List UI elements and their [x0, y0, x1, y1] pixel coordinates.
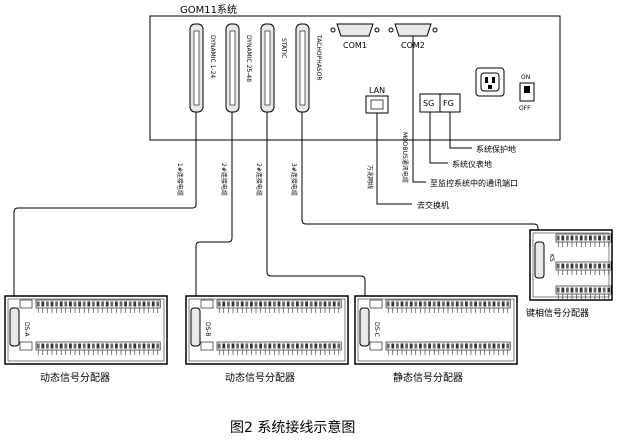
board-4-id: KS [548, 254, 555, 262]
connector-label-3: STATIC [280, 38, 287, 58]
cable-3-line [301, 112, 539, 232]
db-connector-dynamic-1-24: DYNAMIC 1-24 [189, 23, 216, 113]
sg-label: SG [423, 99, 434, 108]
db-connector-static: STATIC [260, 23, 287, 113]
cable-2-line [195, 112, 233, 298]
board-3-label: 静态信号分配器 [393, 371, 463, 384]
board-4-label: 键相信号分配器 [526, 307, 589, 319]
instrument-ground-note: 系统仪表地 [452, 159, 492, 169]
relay-block-2 [200, 299, 214, 351]
protect-ground-note: 系统保护地 [476, 144, 516, 154]
figure-caption: 图2 系统接线示意图 [230, 419, 355, 436]
board-2-id: DS-B [204, 322, 211, 337]
power-socket-icon [475, 67, 505, 97]
modbus-cable-label: MODBUS通讯电缆 [401, 132, 409, 183]
terminal-strip-bottom-3 [385, 341, 511, 355]
distributor-board-3: DS-C [354, 295, 518, 365]
cable-2-label: 2#连接电缆 [220, 163, 228, 196]
terminal-strip-top-3 [385, 299, 511, 313]
distributor-board-2: DS-B [185, 295, 349, 365]
distributor-board-1: DS-A [4, 295, 168, 365]
on-label: ON [521, 74, 530, 81]
db-connector-dynamic-25-48: DYNAMIC 25-48 [225, 23, 252, 113]
terminal-strip-mid-4 [555, 261, 612, 275]
to-monitor-note: 至监控系统中的通讯端口 [430, 178, 518, 188]
connector-label-2: DYNAMIC 25-48 [245, 35, 252, 82]
to-switch-note: 去交换机 [417, 200, 449, 210]
db-connector-tachophasor: TACHOPHASOR [295, 23, 322, 113]
relay-block-1 [19, 299, 33, 351]
terminal-strip-top-1 [35, 299, 161, 313]
connector-label-1: DYNAMIC 1-24 [209, 35, 216, 78]
modbus-cable-line [412, 36, 426, 183]
terminal-strip-bottom-1 [35, 341, 161, 355]
board-2-label: 动态信号分配器 [225, 371, 295, 384]
board-1-id: DS-A [23, 322, 30, 337]
cable-3-label: 3#连接电缆 [290, 163, 298, 196]
com1-label: COM1 [343, 41, 367, 50]
terminal-strip-bottom-2 [216, 341, 342, 355]
sg-line [429, 112, 448, 164]
terminal-strip-top-2 [216, 299, 342, 313]
terminal-strip-bottom-4 [555, 285, 612, 299]
distributor-board-4: KS [529, 229, 613, 301]
connector-label-4: TACHOPHASOR [315, 34, 322, 81]
lan-cable-line [376, 113, 412, 205]
wan-cable-label: 万兆网线 [366, 165, 374, 189]
system-title: GOM11系统 [180, 3, 237, 16]
off-label: OFF [519, 105, 531, 112]
ground-terminals: SG FG [419, 93, 461, 113]
relay-block-3 [369, 299, 383, 351]
lan-label: LAN [369, 86, 385, 95]
terminal-strip-top-4 [555, 233, 612, 247]
cable-1-line [13, 112, 197, 298]
power-switch: ON OFF [519, 74, 535, 112]
fg-label: FG [443, 99, 454, 108]
lan-port: LAN [365, 86, 389, 114]
board-3-id: DS-C [373, 322, 380, 337]
com1-port: COM1 [330, 23, 380, 50]
cable-2b-line [266, 112, 366, 298]
fg-line [449, 112, 472, 149]
board-1-label: 动态信号分配器 [40, 371, 110, 384]
cable-1-label: 1#连接电缆 [176, 163, 184, 196]
cable-2b-label: 2#连接电缆 [255, 163, 263, 196]
